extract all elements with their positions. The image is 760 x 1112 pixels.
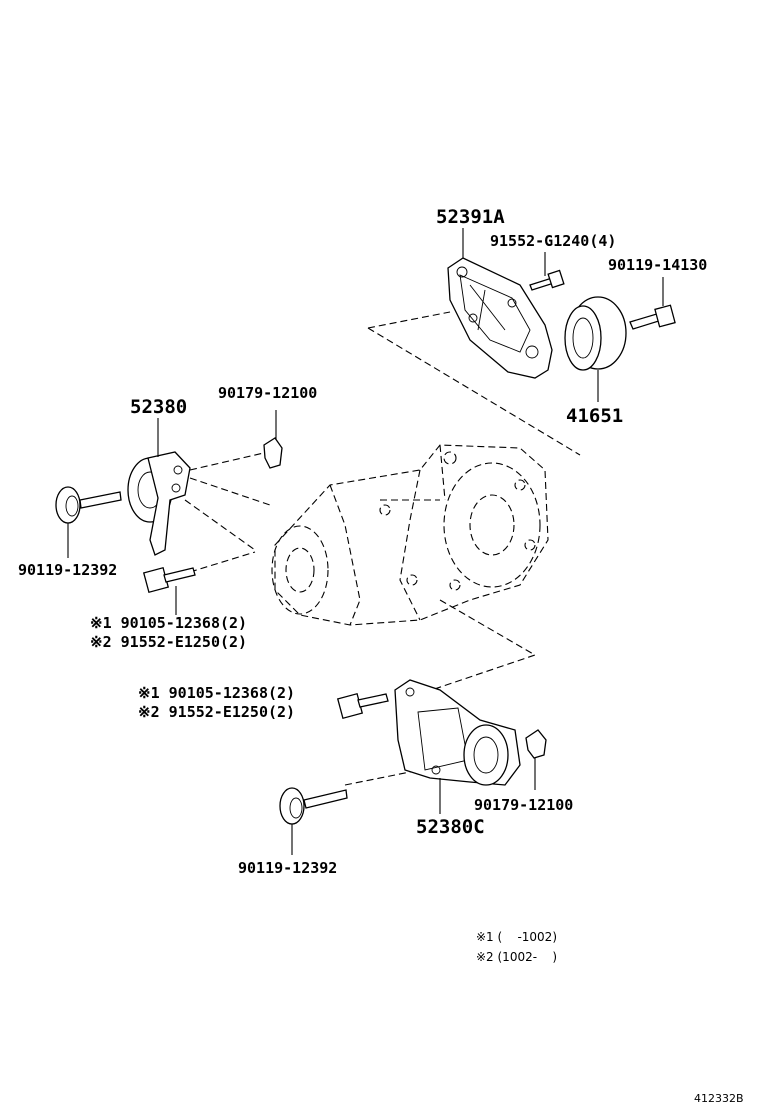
label-90179-12100-lower: 90179-12100 — [474, 796, 574, 814]
label-upper-alt2: ※2 91552-E1250(2) — [90, 633, 248, 651]
label-91552-g1240: 91552-G1240(4) — [490, 232, 617, 250]
bolt-90119-12392-lower — [279, 787, 348, 825]
label-90119-12392-upper: 90119-12392 — [18, 561, 118, 579]
clip-90179-12100-upper — [263, 437, 283, 469]
bolt-90119-14130 — [629, 304, 676, 330]
label-lower-alt1: ※1 90105-12368(2) — [138, 684, 296, 702]
label-lower-alt2: ※2 91552-E1250(2) — [138, 703, 296, 721]
bolt-90119-12392-upper — [55, 486, 122, 524]
bracket-52391a — [447, 257, 553, 379]
damper-41651 — [564, 296, 627, 371]
cushion-52380c — [394, 679, 521, 786]
label-90179-12100-upper: 90179-12100 — [218, 384, 318, 402]
figure-id: 412332B — [694, 1092, 744, 1105]
clip-90179-12100-lower — [525, 729, 547, 759]
note-2: ※2 (1002- ) — [476, 950, 557, 964]
bolt-91552-g1240 — [529, 269, 565, 291]
label-52380c: 52380C — [416, 816, 485, 838]
label-52391a: 52391A — [436, 206, 505, 228]
cushion-52380 — [127, 451, 191, 556]
bolt-91552-e1250-lower — [336, 692, 389, 720]
label-upper-alt1: ※1 90105-12368(2) — [90, 614, 248, 632]
label-52380: 52380 — [130, 396, 188, 418]
label-41651: 41651 — [566, 405, 624, 427]
bolt-90105-12368-upper — [142, 566, 196, 594]
label-90119-12392-lower: 90119-12392 — [238, 859, 338, 877]
label-90119-14130: 90119-14130 — [608, 256, 708, 274]
assembly-dash-lines — [184, 311, 581, 786]
differential-carrier — [271, 444, 549, 626]
note-1: ※1 ( -1002) — [476, 930, 557, 944]
